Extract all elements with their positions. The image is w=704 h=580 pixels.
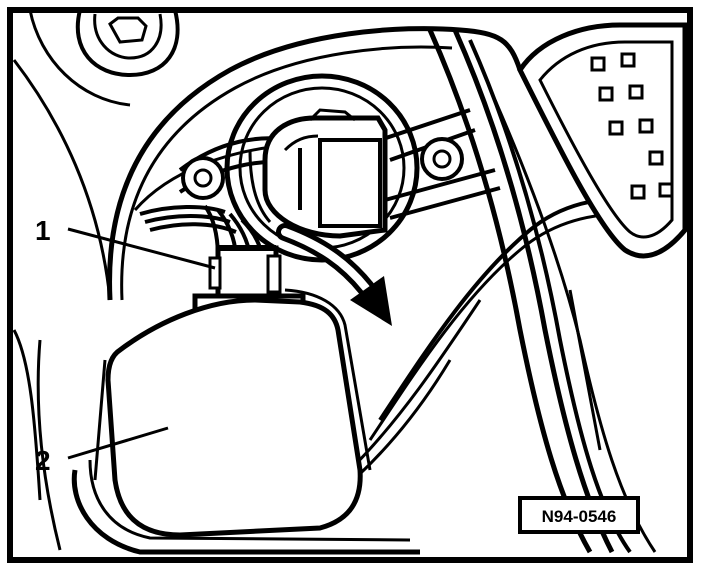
bulb-socket [248,108,388,239]
figure-reference-box: N94-0546 [518,496,640,534]
figure-reference: N94-0546 [542,507,617,526]
bracket-screw-right [420,137,464,181]
bracket-screw-left [181,156,225,200]
housing-cover [93,288,372,538]
multi-pin-connector-block [517,22,688,259]
callout-1-label: 1 [35,215,51,246]
callout-2-label: 2 [35,445,51,476]
callout-2-leader [67,426,169,460]
rotation-direction-arrow [276,223,392,326]
left-body-contours [12,59,112,551]
callout-1-leader [67,227,216,270]
top-left-cap [28,9,180,107]
